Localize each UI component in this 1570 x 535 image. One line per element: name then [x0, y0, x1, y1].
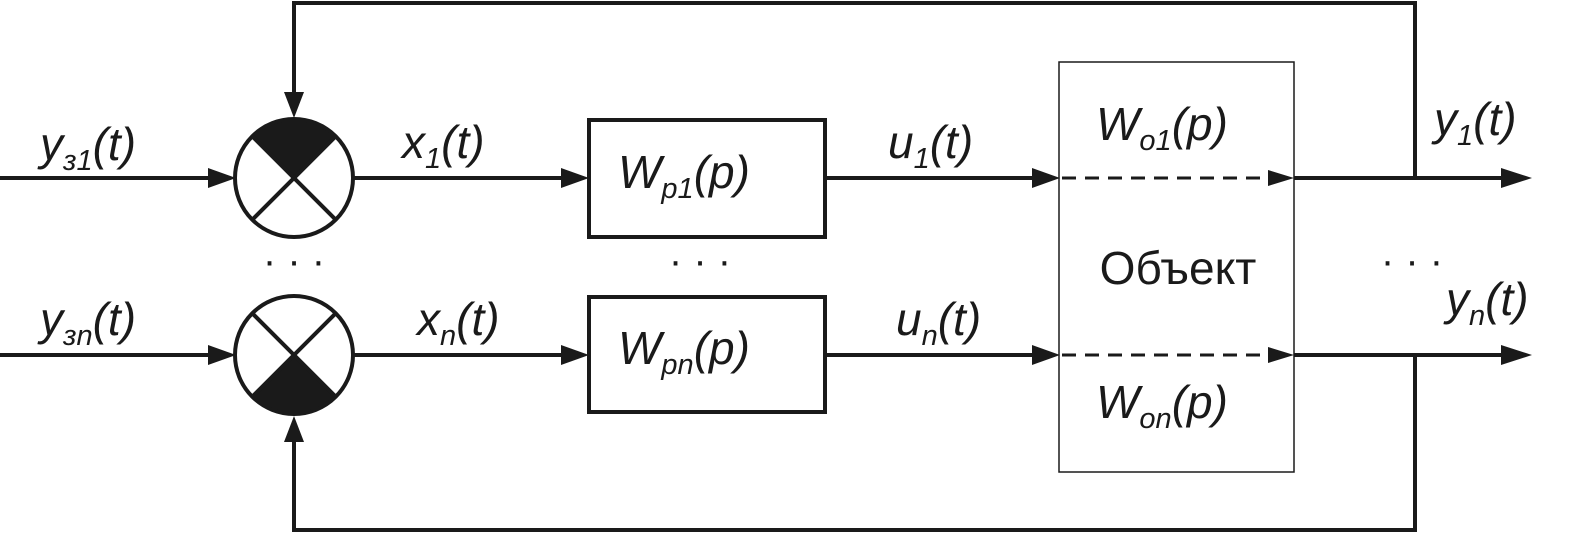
label-error-n: xn(t) — [415, 293, 500, 352]
error-arrow-n — [561, 345, 589, 365]
summing-junction-1 — [233, 117, 355, 239]
output-arrow-n — [1501, 345, 1532, 365]
label-object-channel-n: Won(p) — [1096, 376, 1228, 435]
ellipsis-junctions: · · · — [263, 239, 325, 283]
summing-junction-n — [233, 294, 355, 416]
feedback-line-top — [292, 1, 1417, 178]
control-arrow-1 — [1032, 168, 1060, 188]
input-arrow-1 — [208, 168, 236, 188]
control-arrow-n — [1032, 345, 1060, 365]
feedback-arrow-top — [284, 92, 304, 118]
ellipsis-controllers: · · · — [669, 239, 731, 283]
junction-n-cross-b — [250, 311, 338, 399]
input-arrow-n — [208, 345, 236, 365]
ellipsis-outputs: · · · — [1381, 239, 1443, 283]
label-controller-n: Wpn(p) — [618, 322, 750, 381]
label-setpoint-1: yз1(t) — [37, 118, 136, 177]
label-object-channel-1: Wo1(p) — [1096, 98, 1228, 157]
output-arrow-1 — [1501, 168, 1532, 188]
label-output-1: y1(t) — [1431, 93, 1517, 152]
label-control-n: un(t) — [896, 293, 981, 352]
object-box — [1058, 61, 1295, 473]
junction-n-filled-sector — [252, 355, 336, 414]
object-channel-arrow-n — [1268, 347, 1294, 363]
label-control-1: u1(t) — [888, 116, 973, 175]
controller-block-n — [587, 295, 827, 414]
object-label: Объект — [1100, 242, 1257, 294]
junction-1-filled-sector — [252, 119, 336, 178]
label-error-1: x1(t) — [400, 116, 485, 175]
error-arrow-1 — [561, 168, 589, 188]
label-controller-1: Wp1(p) — [618, 146, 750, 205]
feedback-arrow-bottom — [284, 416, 304, 442]
object-channel-arrow-1 — [1268, 170, 1294, 186]
label-setpoint-n: yзn(t) — [37, 293, 136, 352]
feedback-line-bottom — [292, 355, 1417, 532]
label-output-n: yn(t) — [1443, 273, 1529, 332]
controller-block-1 — [587, 118, 827, 239]
junction-1-cross-b — [250, 134, 338, 222]
